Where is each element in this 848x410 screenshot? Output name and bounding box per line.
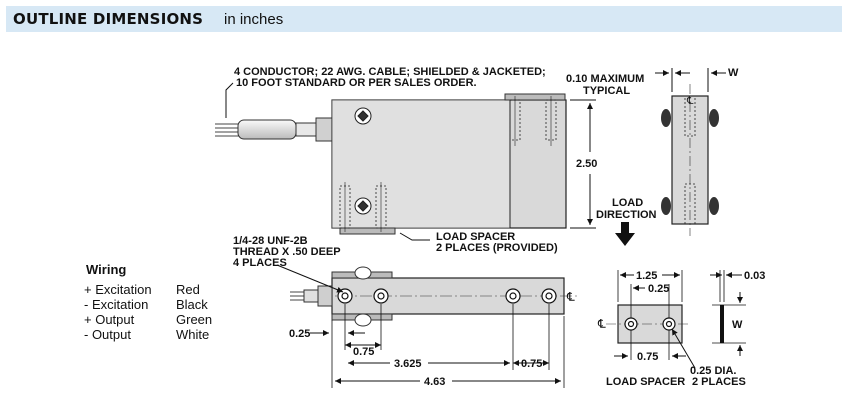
load-spacer-note-line2: 2 PLACES (PROVIDED) — [436, 242, 558, 254]
spacer-hole-dia-line1: 0.25 DIA. — [690, 365, 736, 377]
load-direction-arrow — [615, 222, 635, 246]
spacer-dim-0-75: 0.75 — [637, 351, 658, 363]
cable-jacket — [237, 119, 297, 140]
wiring-signal: + Excitation — [84, 282, 152, 297]
spacer-centerline-symbol: ℄ — [597, 317, 606, 331]
dim-3-625: 3.625 — [394, 358, 422, 370]
dim-4-63: 4.63 — [424, 376, 445, 388]
cable-note-line1: 4 CONDUCTOR; 22 AWG. CABLE; SHIELDED & J… — [234, 66, 546, 78]
spacer-width-label: W — [732, 319, 743, 331]
dim-0-75-right: 0.75 — [521, 358, 542, 370]
cable-gland — [295, 122, 317, 137]
load-direction-line1: LOAD — [612, 197, 643, 209]
spacer-dim-0-03: 0.03 — [744, 270, 765, 282]
top-view — [215, 82, 596, 241]
cable-note-line2: 10 FOOT STANDARD OR PER SALES ORDER. — [236, 77, 477, 89]
end-view: ℄ — [655, 68, 726, 236]
side-view — [276, 264, 580, 388]
wiring-color: White — [176, 327, 210, 342]
unit-note: in inches — [224, 11, 284, 28]
screw-head — [354, 107, 372, 215]
wiring-signal: + Output — [84, 312, 135, 327]
cable-wires — [215, 123, 240, 137]
thread-note-line3: 4 PLACES — [233, 257, 287, 269]
width-label-top: W — [728, 67, 739, 79]
wiring-title: Wiring — [86, 262, 127, 277]
wiring-color: Black — [176, 297, 208, 312]
wiring-color: Red — [176, 282, 200, 297]
wiring-signal: - Output — [84, 327, 131, 342]
bottom-spacer — [339, 227, 396, 235]
thread-note-line2: THREAD X .50 DEEP — [233, 246, 341, 258]
centerline-symbol: ℄ — [566, 290, 575, 304]
wiring-color: Green — [176, 312, 213, 327]
load-direction-line2: DIRECTION — [596, 209, 657, 221]
height-dimension: 2.50 — [576, 158, 597, 170]
top-spacer — [504, 93, 566, 101]
dim-0-25: 0.25 — [289, 328, 310, 340]
wiring-signal: - Excitation — [84, 297, 149, 312]
max-note-line1: 0.10 MAXIMUM — [566, 73, 644, 85]
spacer-hole-dia-line2: 2 PLACES — [692, 376, 746, 388]
load-spacer-drawing — [606, 270, 746, 369]
section-title: OUTLINE DIMENSIONS — [13, 10, 204, 28]
section-header: OUTLINE DIMENSIONS in inches — [6, 6, 842, 32]
thread-note-line1: 1/4-28 UNF-2B — [233, 235, 308, 247]
spacer-title: LOAD SPACER — [606, 376, 685, 388]
max-note-line2: TYPICAL — [583, 85, 630, 97]
load-spacer-note-line1: LOAD SPACER — [436, 231, 515, 243]
dim-0-75-left: 0.75 — [353, 346, 374, 358]
svg-text:℄: ℄ — [686, 96, 694, 107]
spacer-dim-0-25: 0.25 — [648, 283, 669, 295]
spacer-dim-1-25: 1.25 — [636, 270, 657, 282]
gland-nut — [315, 117, 333, 142]
